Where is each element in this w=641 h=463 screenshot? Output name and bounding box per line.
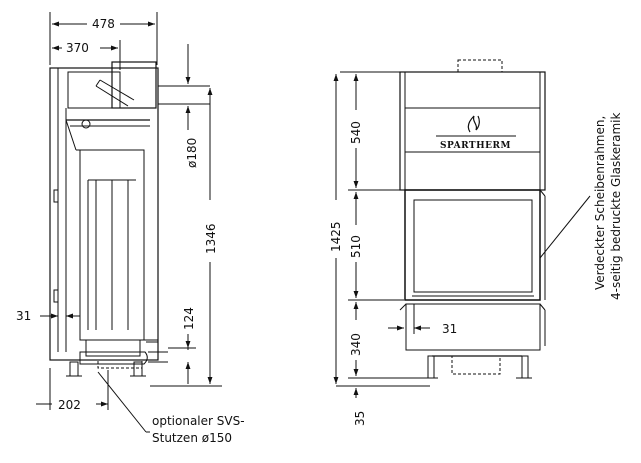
- dim-width-inner: 370: [66, 41, 89, 55]
- dim-total-1425: 1425: [329, 221, 343, 252]
- dim-left-31: 31: [16, 309, 31, 323]
- side-view: [36, 12, 222, 433]
- brand-logo-text: SPARTHERM: [440, 141, 511, 151]
- dim-flue-diameter: ø180: [185, 138, 199, 168]
- svs-note-line2: Stutzen ø150: [152, 431, 232, 445]
- front-view: [333, 59, 591, 398]
- dim-feet-35: 35: [353, 411, 367, 426]
- dim-height-1346: 1346: [204, 223, 218, 254]
- dim-width-total: 478: [92, 17, 115, 31]
- dim-top-540: 540: [349, 121, 363, 144]
- dim-svs-202: 202: [58, 398, 81, 412]
- dim-bottom-124: 124: [182, 307, 196, 330]
- dim-window-510: 510: [349, 235, 363, 258]
- frame-note-line1: Verdeckter Scheibenrahmen,: [593, 116, 607, 290]
- dim-base-340: 340: [349, 333, 363, 356]
- dim-frame-31: 31: [442, 322, 457, 336]
- frame-note-line2: 4-seitig bedruckte Glaskeramik: [609, 113, 623, 300]
- svs-note-line1: optionaler SVS-: [152, 414, 245, 428]
